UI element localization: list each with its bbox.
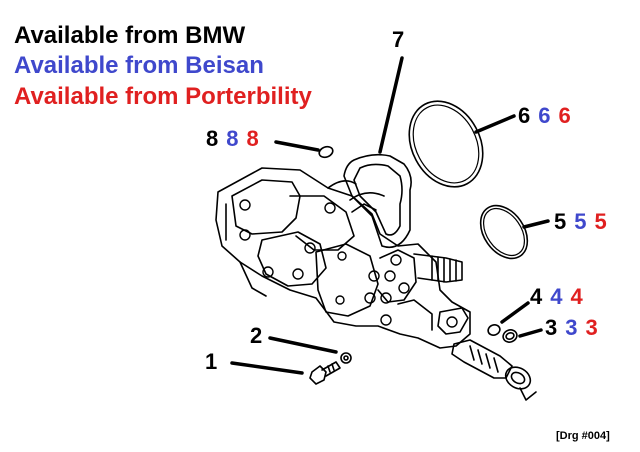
drive-shaft [413, 253, 463, 283]
o-ring-part-8 [318, 145, 334, 159]
legend-porterbility: Available from Porterbility [14, 83, 312, 110]
o-ring-part-6 [408, 100, 484, 188]
callout-5-bmw: 5 [554, 209, 567, 234]
callout-6-bmw: 6 [518, 103, 531, 128]
callout-8-beisan: 8 [226, 126, 239, 151]
housing-bolts [239, 199, 458, 328]
bolt-part-1 [309, 361, 341, 385]
callout-3-bmw: 3 [545, 315, 558, 340]
callout-4-beisan: 4 [550, 284, 563, 309]
callout-8-bmw: 8 [206, 126, 219, 151]
washer-part-3 [502, 329, 518, 343]
callout-1: 1 [205, 349, 218, 374]
callout-7: 7 [392, 27, 405, 52]
callout-8-porterbility: 8 [246, 126, 259, 151]
drawing-reference: [Drg #004] [556, 430, 610, 442]
callout-3-porterbility: 3 [585, 315, 598, 340]
callout-4-porterbility: 4 [570, 284, 583, 309]
pump-housing [215, 167, 471, 349]
gasket-part-7 [343, 153, 412, 249]
legend-bmw: Available from BMW [14, 22, 246, 49]
callout-3-beisan: 3 [565, 315, 578, 340]
leader-lines [230, 56, 550, 375]
relief-valve-fitting [451, 339, 537, 401]
callout-5-beisan: 5 [574, 209, 587, 234]
legend-beisan: Available from Beisan [14, 52, 264, 79]
callout-5-porterbility: 5 [594, 209, 607, 234]
callout-6-porterbility: 6 [558, 103, 571, 128]
callout-6-beisan: 6 [538, 103, 551, 128]
seal-part-4 [487, 324, 501, 336]
washer-part-2 [340, 352, 352, 364]
o-ring-part-5 [479, 204, 529, 260]
callout-2: 2 [250, 323, 263, 348]
callout-4-bmw: 4 [530, 284, 543, 309]
